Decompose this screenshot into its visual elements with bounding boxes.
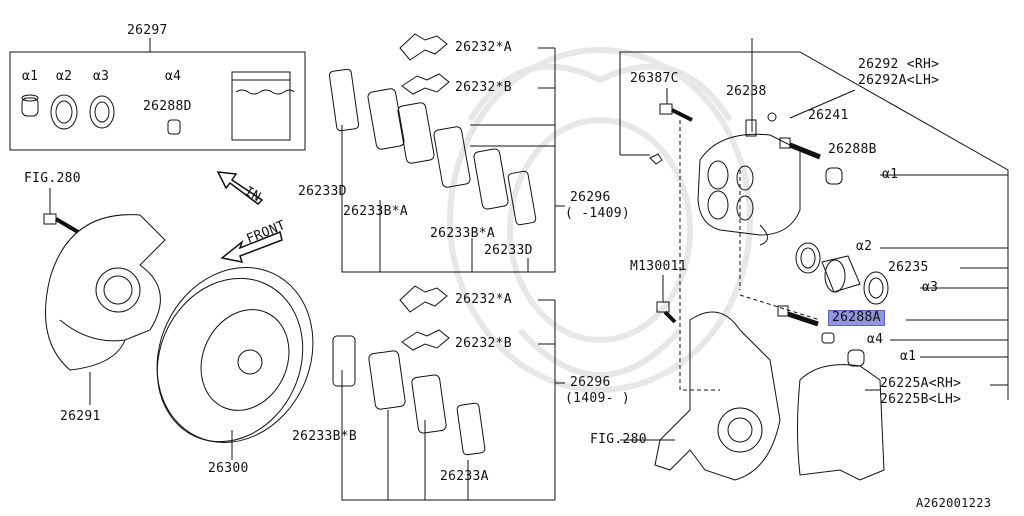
a1-top: α1 xyxy=(882,167,899,182)
steering-knuckle xyxy=(620,275,781,481)
shield-part: 26291 xyxy=(60,409,101,424)
brake-rotor xyxy=(156,266,314,460)
kit-box-26297 xyxy=(9,38,306,151)
kit-number: 26297 xyxy=(127,23,168,38)
support-lh: 26225B<LH> xyxy=(880,392,962,407)
a1-bottom: α1 xyxy=(900,349,917,364)
lower-pad-bb: 26233B*B xyxy=(292,429,358,444)
upper-pad-set xyxy=(328,33,565,273)
m-bolt: M130011 xyxy=(630,259,687,274)
lower-set-no: 26296 xyxy=(570,375,611,390)
upper-pad-d: 26233D xyxy=(298,184,347,199)
bleeder-cap: 26241 xyxy=(808,108,849,123)
kit-item-a1: α1 xyxy=(22,69,39,84)
caliper-assy-rh: 26292 <RH> xyxy=(858,57,940,72)
upper-set-range: ( -1409) xyxy=(565,206,631,221)
a3: α3 xyxy=(922,280,939,295)
bleeder-bolt: 26387C xyxy=(630,71,679,86)
upper-clip-a: 26232*A xyxy=(455,40,512,55)
upper-pad-ba2: 26233B*A xyxy=(430,226,496,241)
support-rh: 26225A<RH> xyxy=(880,376,962,391)
lower-clip-b: 26232*B xyxy=(455,336,512,351)
kit-item-a2: α2 xyxy=(56,69,73,84)
diagram-id: A262001223 xyxy=(916,496,992,510)
watermark-logo xyxy=(447,47,753,393)
kit-item4-part: 26288D xyxy=(143,99,192,114)
dust-shield xyxy=(45,214,166,405)
a4: α4 xyxy=(867,332,884,347)
caliper-support xyxy=(797,364,885,481)
upper-pad-d2: 26233D xyxy=(484,243,533,258)
lower-pad-set xyxy=(332,285,565,501)
upper-pad-ba: 26233B*A xyxy=(343,204,409,219)
piston: 26235 xyxy=(888,260,929,275)
kit-item-a4: α4 xyxy=(165,69,182,84)
fig-ref-bottom: FIG.280 xyxy=(590,432,647,447)
caliper-frame xyxy=(619,38,1009,400)
pin-a-highlighted[interactable]: 26288A xyxy=(828,310,885,326)
lower-pad-a: 26233A xyxy=(440,469,489,484)
shield-bolt xyxy=(43,188,80,234)
kit-item-a3: α3 xyxy=(93,69,110,84)
upper-clip-b: 26232*B xyxy=(455,80,512,95)
pin-b: 26288B xyxy=(828,142,877,157)
a2: α2 xyxy=(856,239,873,254)
rotor-part: 26300 xyxy=(208,461,249,476)
caliper-body xyxy=(649,103,889,367)
upper-set-no: 26296 xyxy=(570,190,611,205)
lower-set-range: (1409- ) xyxy=(565,391,631,406)
bleeder: 26238 xyxy=(726,84,767,99)
caliper-assy-lh: 26292A<LH> xyxy=(858,73,940,88)
fig-ref-top: FIG.280 xyxy=(24,171,81,186)
direction-arrows xyxy=(216,171,283,263)
lower-clip-a: 26232*A xyxy=(455,292,512,307)
